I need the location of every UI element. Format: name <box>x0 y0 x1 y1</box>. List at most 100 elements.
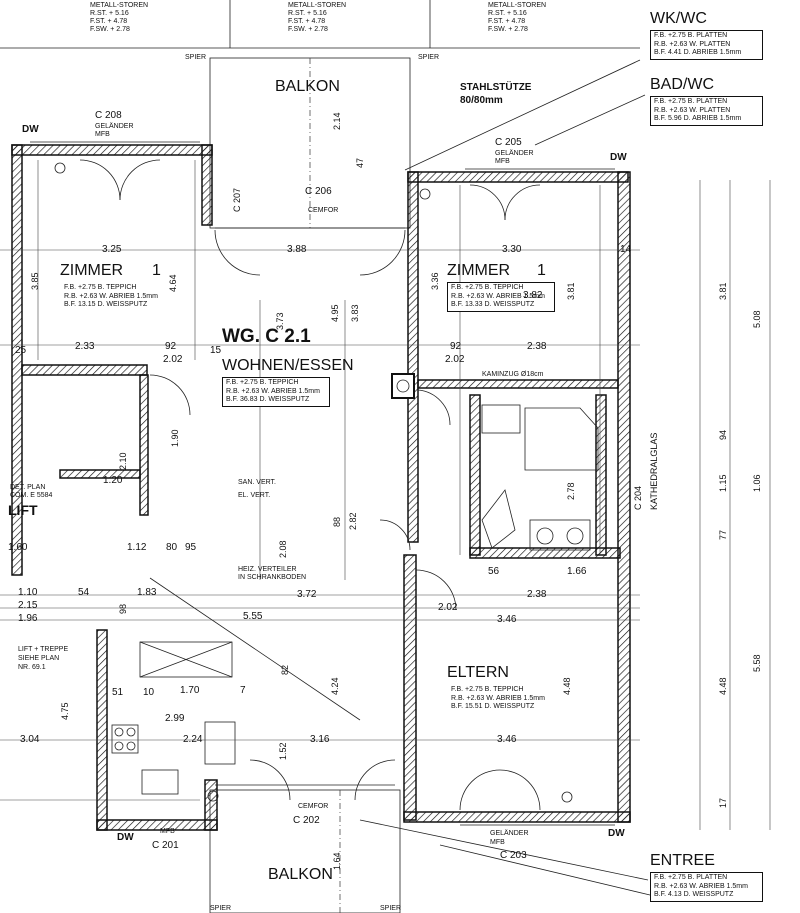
dim: 10 <box>143 687 155 698</box>
dim: 4.75 <box>60 702 70 720</box>
dim: 17 <box>718 797 728 808</box>
sink-basin <box>536 527 554 545</box>
badwc-fb: F.B. +2.75 B. PLATTEN <box>654 98 728 105</box>
entree-fb: F.B. +2.75 B. PLATTEN <box>654 874 728 881</box>
storen-line: F.SW. + 2.78 <box>90 26 130 33</box>
det-plan-label: DET. PLAN <box>10 484 46 491</box>
dim: 2.10 <box>118 452 128 470</box>
lift-label: LIFT <box>8 502 38 518</box>
dim: 25 <box>15 345 27 356</box>
dim: 92 <box>450 341 462 352</box>
eltern-fb: F.B. +2.75 B. TEPPICH <box>451 686 524 693</box>
dim: 7 <box>240 685 246 696</box>
zimmer-right-rb: R.B. +2.63 W. ABRIEB 1.5mm <box>451 292 545 300</box>
eltern-rb: R.B. +2.63 W. ABRIEB 1.5mm <box>451 694 545 702</box>
dim: 47 <box>355 157 365 168</box>
door-swing <box>359 229 406 276</box>
kaminzug-circle <box>396 379 410 393</box>
wall-zimmer-bottom <box>21 364 148 376</box>
double-sink <box>529 519 591 551</box>
dim: 3.81 <box>718 282 728 300</box>
shower <box>481 489 516 549</box>
storen-line: R.ST. + 5.16 <box>90 10 129 17</box>
gelaender-label: GELÄNDER <box>495 150 534 157</box>
zimmer-right-num: 1 <box>537 262 546 279</box>
stahlstuetze-size: 80/80mm <box>460 95 503 106</box>
dim: 98 <box>118 603 128 614</box>
eltern-info: F.B. +2.75 B. TEPPICH R.B. +2.63 W. ABRI… <box>447 684 555 714</box>
room-code-c207: C 207 <box>232 187 242 212</box>
mfb-label: MFB <box>490 839 505 846</box>
entree-rb: R.B. +2.63 W. ABRIEB 1.5mm <box>654 882 748 890</box>
storen-title: METALL-STOREN <box>488 2 547 9</box>
spier-label: SPIER <box>185 54 207 61</box>
mfb-label: MFB <box>495 158 510 165</box>
wohnen-fb: F.B. +2.75 B. TEPPICH <box>226 379 299 386</box>
door-swing <box>249 759 291 801</box>
kathedral-label: KATHEDRALGLAS <box>649 432 659 510</box>
dim: 3.36 <box>430 272 440 290</box>
storen-line: F.ST. + 4.78 <box>488 18 526 25</box>
zimmer-right-bf: B.F. 13.33 D. WEISSPUTZ <box>451 301 535 308</box>
wkwc-fb: F.B. +2.75 B. PLATTEN <box>654 32 728 39</box>
wall-right-left <box>407 171 419 543</box>
dim: 2.08 <box>278 540 288 558</box>
mfb-label: MFB <box>95 131 110 138</box>
cemfor-label: CEMFOR <box>298 803 329 810</box>
zimmer-right-info: F.B. +2.75 B. TEPPICH R.B. +2.63 W. ABRI… <box>447 282 555 312</box>
stahlstuetze-label: STAHLSTÜTZE <box>460 82 532 93</box>
dim: 95 <box>185 542 197 553</box>
wall-left-top-corner <box>201 144 213 226</box>
spier-label: SPIER <box>418 54 440 61</box>
heiz-verteiler-label: HEIZ. VERTEILER <box>238 566 297 573</box>
wkwc-bf: B.F. 4.41 D. ABRIEB 1.5mm <box>654 49 742 56</box>
dim: 1.52 <box>278 742 288 760</box>
dim: 5.08 <box>752 310 762 328</box>
wall-left-top <box>11 144 213 156</box>
wall-zimmer-right-bottom <box>417 379 619 389</box>
dim: 2.82 <box>348 512 358 530</box>
door-swing <box>469 184 506 221</box>
dim: 2.14 <box>332 112 342 130</box>
dim: 4.48 <box>562 677 572 695</box>
dim: 3.82 <box>523 290 543 301</box>
kitchen-cabinets <box>139 641 233 678</box>
dim: 54 <box>78 587 90 598</box>
door-swing <box>79 159 121 201</box>
door-swing <box>459 769 501 811</box>
wohnen-rb: R.B. +2.63 W. ABRIEB 1.5mm <box>226 387 320 395</box>
dim: 1.15 <box>718 474 728 492</box>
door-swing <box>119 159 161 201</box>
bath-cabinet <box>481 404 521 434</box>
wohnen-info: F.B. +2.75 B. TEPPICH R.B. +2.63 W. ABRI… <box>222 377 330 407</box>
dim: 4.64 <box>168 274 178 292</box>
dw-label: DW <box>610 152 627 163</box>
mfb-label: MFB <box>160 828 175 835</box>
gelaender-label: GELÄNDER <box>490 830 529 837</box>
dim: 3.83 <box>350 304 360 322</box>
storen-block-2: METALL-STOREN R.ST. + 5.16 F.ST. + 4.78 … <box>288 2 346 34</box>
storen-line: R.ST. + 5.16 <box>488 10 527 17</box>
dim: 1.66 <box>567 566 587 577</box>
badwc-rb: R.B. +2.63 W. PLATTEN <box>654 106 731 114</box>
door-swing <box>415 569 457 611</box>
dim: 3.04 <box>20 734 40 745</box>
wohnen-title: WOHNEN/ESSEN <box>222 357 354 374</box>
door-swing <box>504 184 541 221</box>
door-swing <box>354 759 396 801</box>
zimmer-left-num: 1 <box>152 262 161 279</box>
zimmer-left-bf: B.F. 13.15 D. WEISSPUTZ <box>64 301 148 308</box>
wohnen-bf: B.F. 36.83 D. WEISSPUTZ <box>226 396 310 403</box>
dim: 82 <box>280 664 290 675</box>
dim: 2.02 <box>163 354 183 365</box>
dim: 1.64 <box>332 852 342 870</box>
door-swing <box>499 769 541 811</box>
gelaender-label: GELÄNDER <box>95 123 134 130</box>
dim: 1.96 <box>18 613 38 624</box>
zimmer-right-fb: F.B. +2.75 B. TEPPICH <box>451 284 524 291</box>
cemfor-label: CEMFOR <box>308 207 339 214</box>
dim: 77 <box>718 529 728 540</box>
wall-kitchen-bottom <box>96 819 218 831</box>
room-code-c205: C 205 <box>495 137 522 148</box>
dim: 2.78 <box>566 482 576 500</box>
